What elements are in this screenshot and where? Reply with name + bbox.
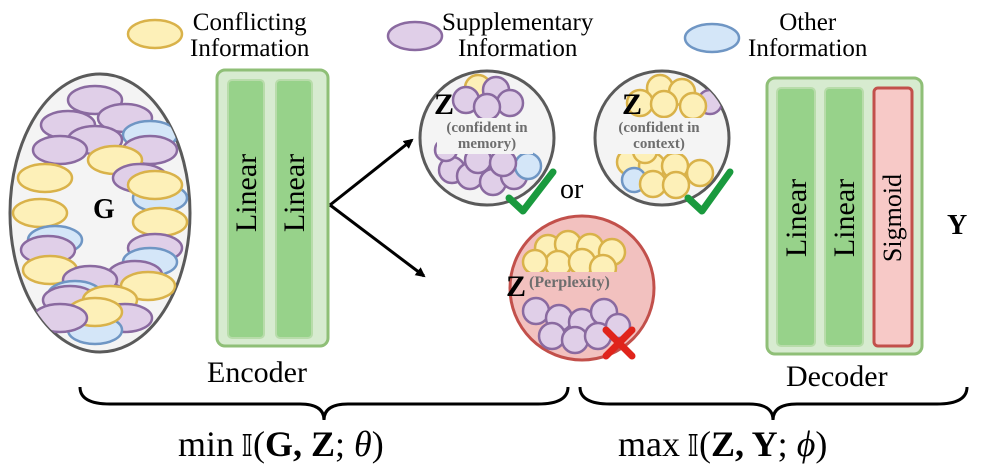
encoder-linear-2-label: Linear xyxy=(278,153,311,233)
decoder-label: Decoder xyxy=(786,360,888,393)
conflicting-ellipse xyxy=(661,170,691,200)
input-label-g: G xyxy=(93,194,115,225)
conflicting-ellipse xyxy=(16,162,74,194)
perplexity-cross-icon xyxy=(602,326,636,360)
or-connector: or xyxy=(560,174,584,205)
context-check-icon xyxy=(684,168,734,215)
memory-check-icon xyxy=(505,168,557,215)
right-brace xyxy=(578,386,969,421)
decoder-linear-2-label: Linear xyxy=(828,178,861,258)
objective-max: max 𝕀(Z, Y; ϕ) xyxy=(618,424,828,464)
arrow-to-perplexity xyxy=(329,203,426,278)
conflicting-ellipse xyxy=(649,89,679,119)
state-confident-memory xyxy=(418,69,557,215)
state-perplexity xyxy=(508,214,656,362)
decoder-sigmoid-label: Sigmoid xyxy=(878,173,907,263)
context-z-symbol: Z xyxy=(622,88,643,121)
objective-min: min 𝕀(G, Z; θ) xyxy=(178,424,384,464)
conflicting-ellipse xyxy=(11,197,69,229)
legend-other-swatch xyxy=(683,22,741,54)
supplementary-ellipse xyxy=(31,134,89,166)
conflicting-ellipse xyxy=(685,158,715,188)
decoder-sigmoid xyxy=(872,86,914,348)
encoder-linear-1-label: Linear xyxy=(230,153,263,233)
output-label-y: Y xyxy=(947,210,968,241)
left-brace xyxy=(78,386,570,421)
legend-conflicting-swatch xyxy=(126,18,184,50)
state-confident-context xyxy=(593,69,734,215)
decoder-linear-1 xyxy=(776,87,816,347)
perplexity-z-symbol: Z xyxy=(506,270,527,303)
decoder-block xyxy=(765,76,924,356)
encoder-block xyxy=(215,68,330,348)
arrow-to-confident xyxy=(329,138,414,207)
decoder-linear-1-label: Linear xyxy=(780,178,813,258)
input-graph-blob xyxy=(8,72,192,354)
legend-supplementary-swatch xyxy=(386,20,444,52)
encoder-linear-1 xyxy=(227,79,265,339)
encoder-linear-2 xyxy=(275,79,313,339)
conflicting-ellipse xyxy=(126,169,184,201)
perplexity-note: (Perplexity) xyxy=(529,274,610,291)
decoder-linear-2 xyxy=(824,87,864,347)
memory-z-symbol: Z xyxy=(434,88,455,121)
encoder-label: Encoder xyxy=(207,356,307,389)
